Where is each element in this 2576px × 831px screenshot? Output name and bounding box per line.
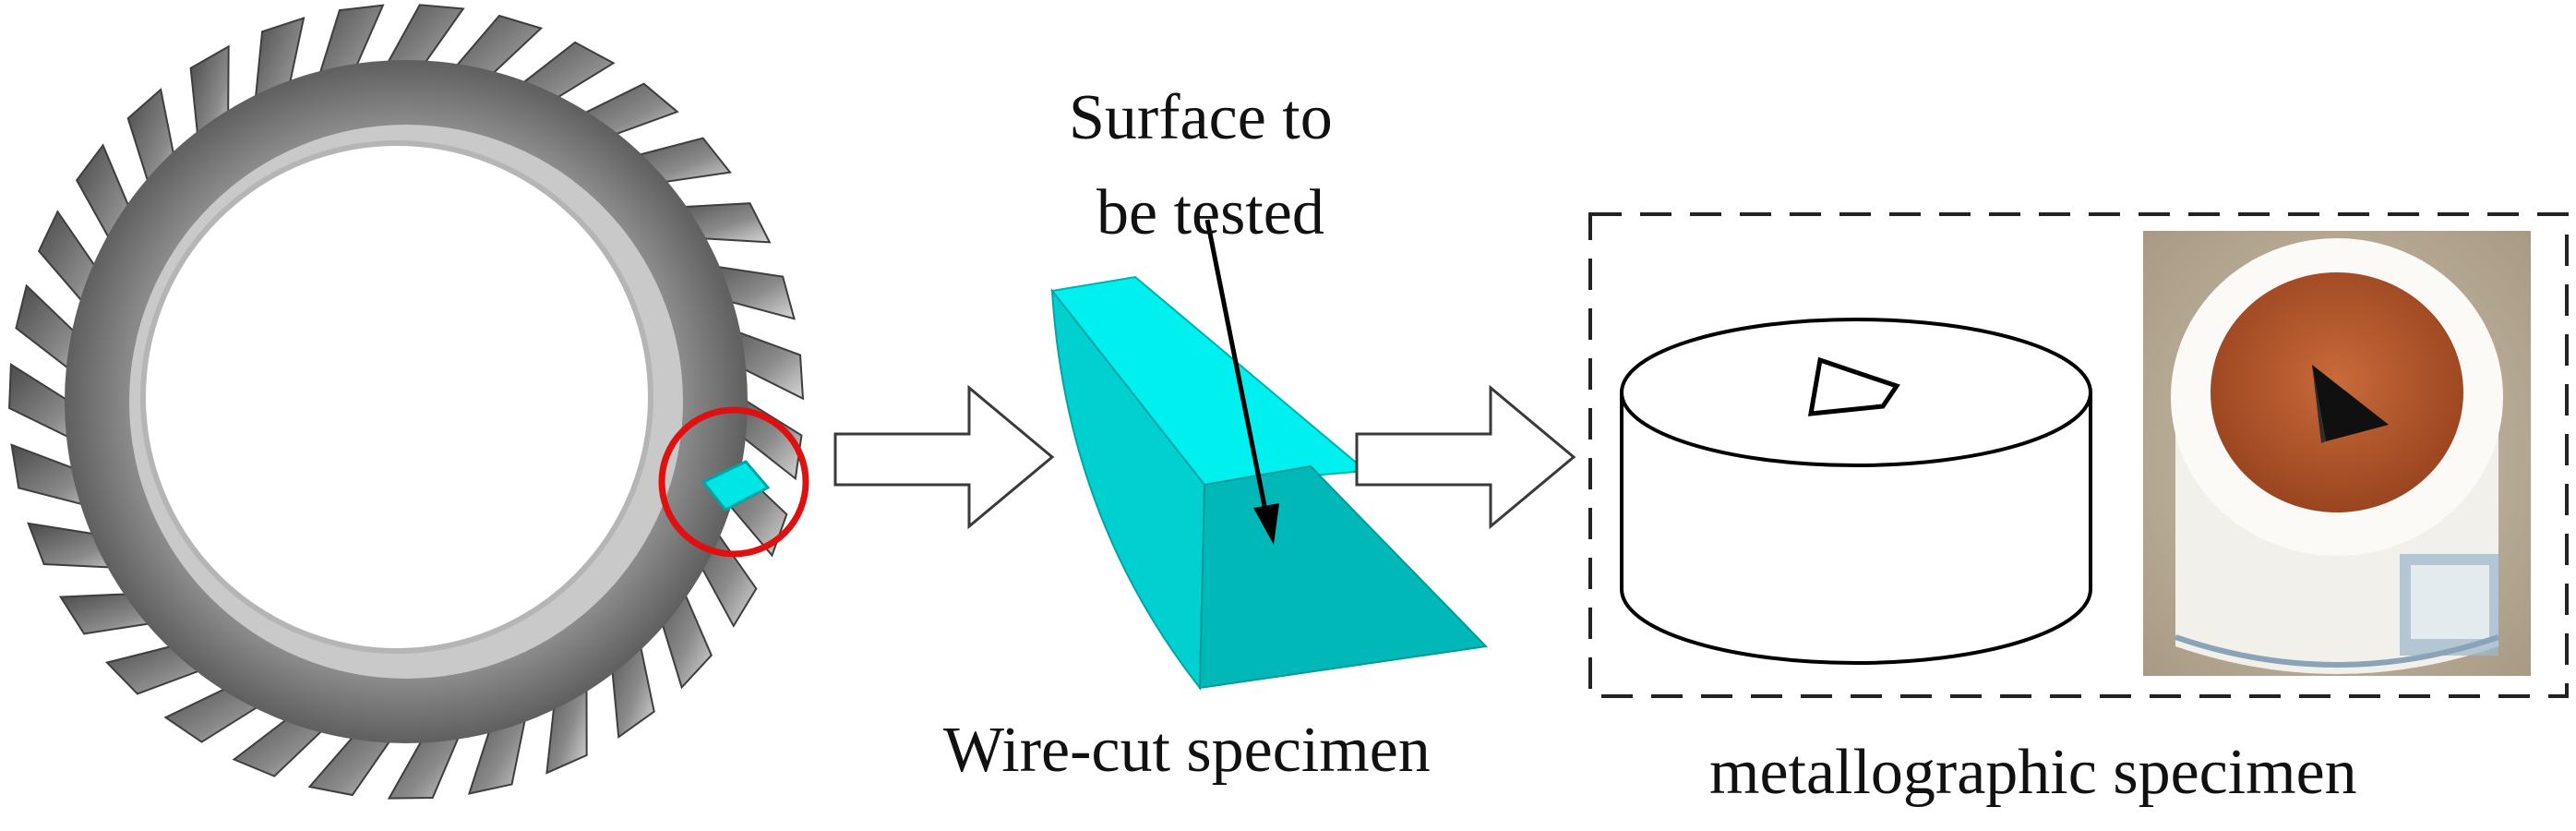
hollow-right-arrow-icon — [833, 384, 1055, 530]
cylinder-drawing — [1620, 318, 2092, 665]
surface-to-be-tested-label-line2: be tested — [1096, 177, 1324, 248]
metallographic-specimen-label: metallographic specimen — [1709, 737, 2357, 808]
cut-region-marker — [701, 460, 771, 512]
mounted-specimen-photo — [2143, 231, 2531, 676]
surface-pointer-arrow — [1204, 219, 1279, 545]
metallographic-frame — [1588, 212, 2569, 698]
hollow-right-arrow-icon — [1355, 384, 1576, 530]
wire-cut-specimen-label: Wire-cut specimen — [943, 715, 1431, 786]
highlight-circle — [658, 406, 809, 558]
gear-icon — [8, 4, 809, 800]
gear-bore — [140, 140, 653, 654]
surface-to-be-tested-label-line1: Surface to — [1069, 82, 1333, 153]
